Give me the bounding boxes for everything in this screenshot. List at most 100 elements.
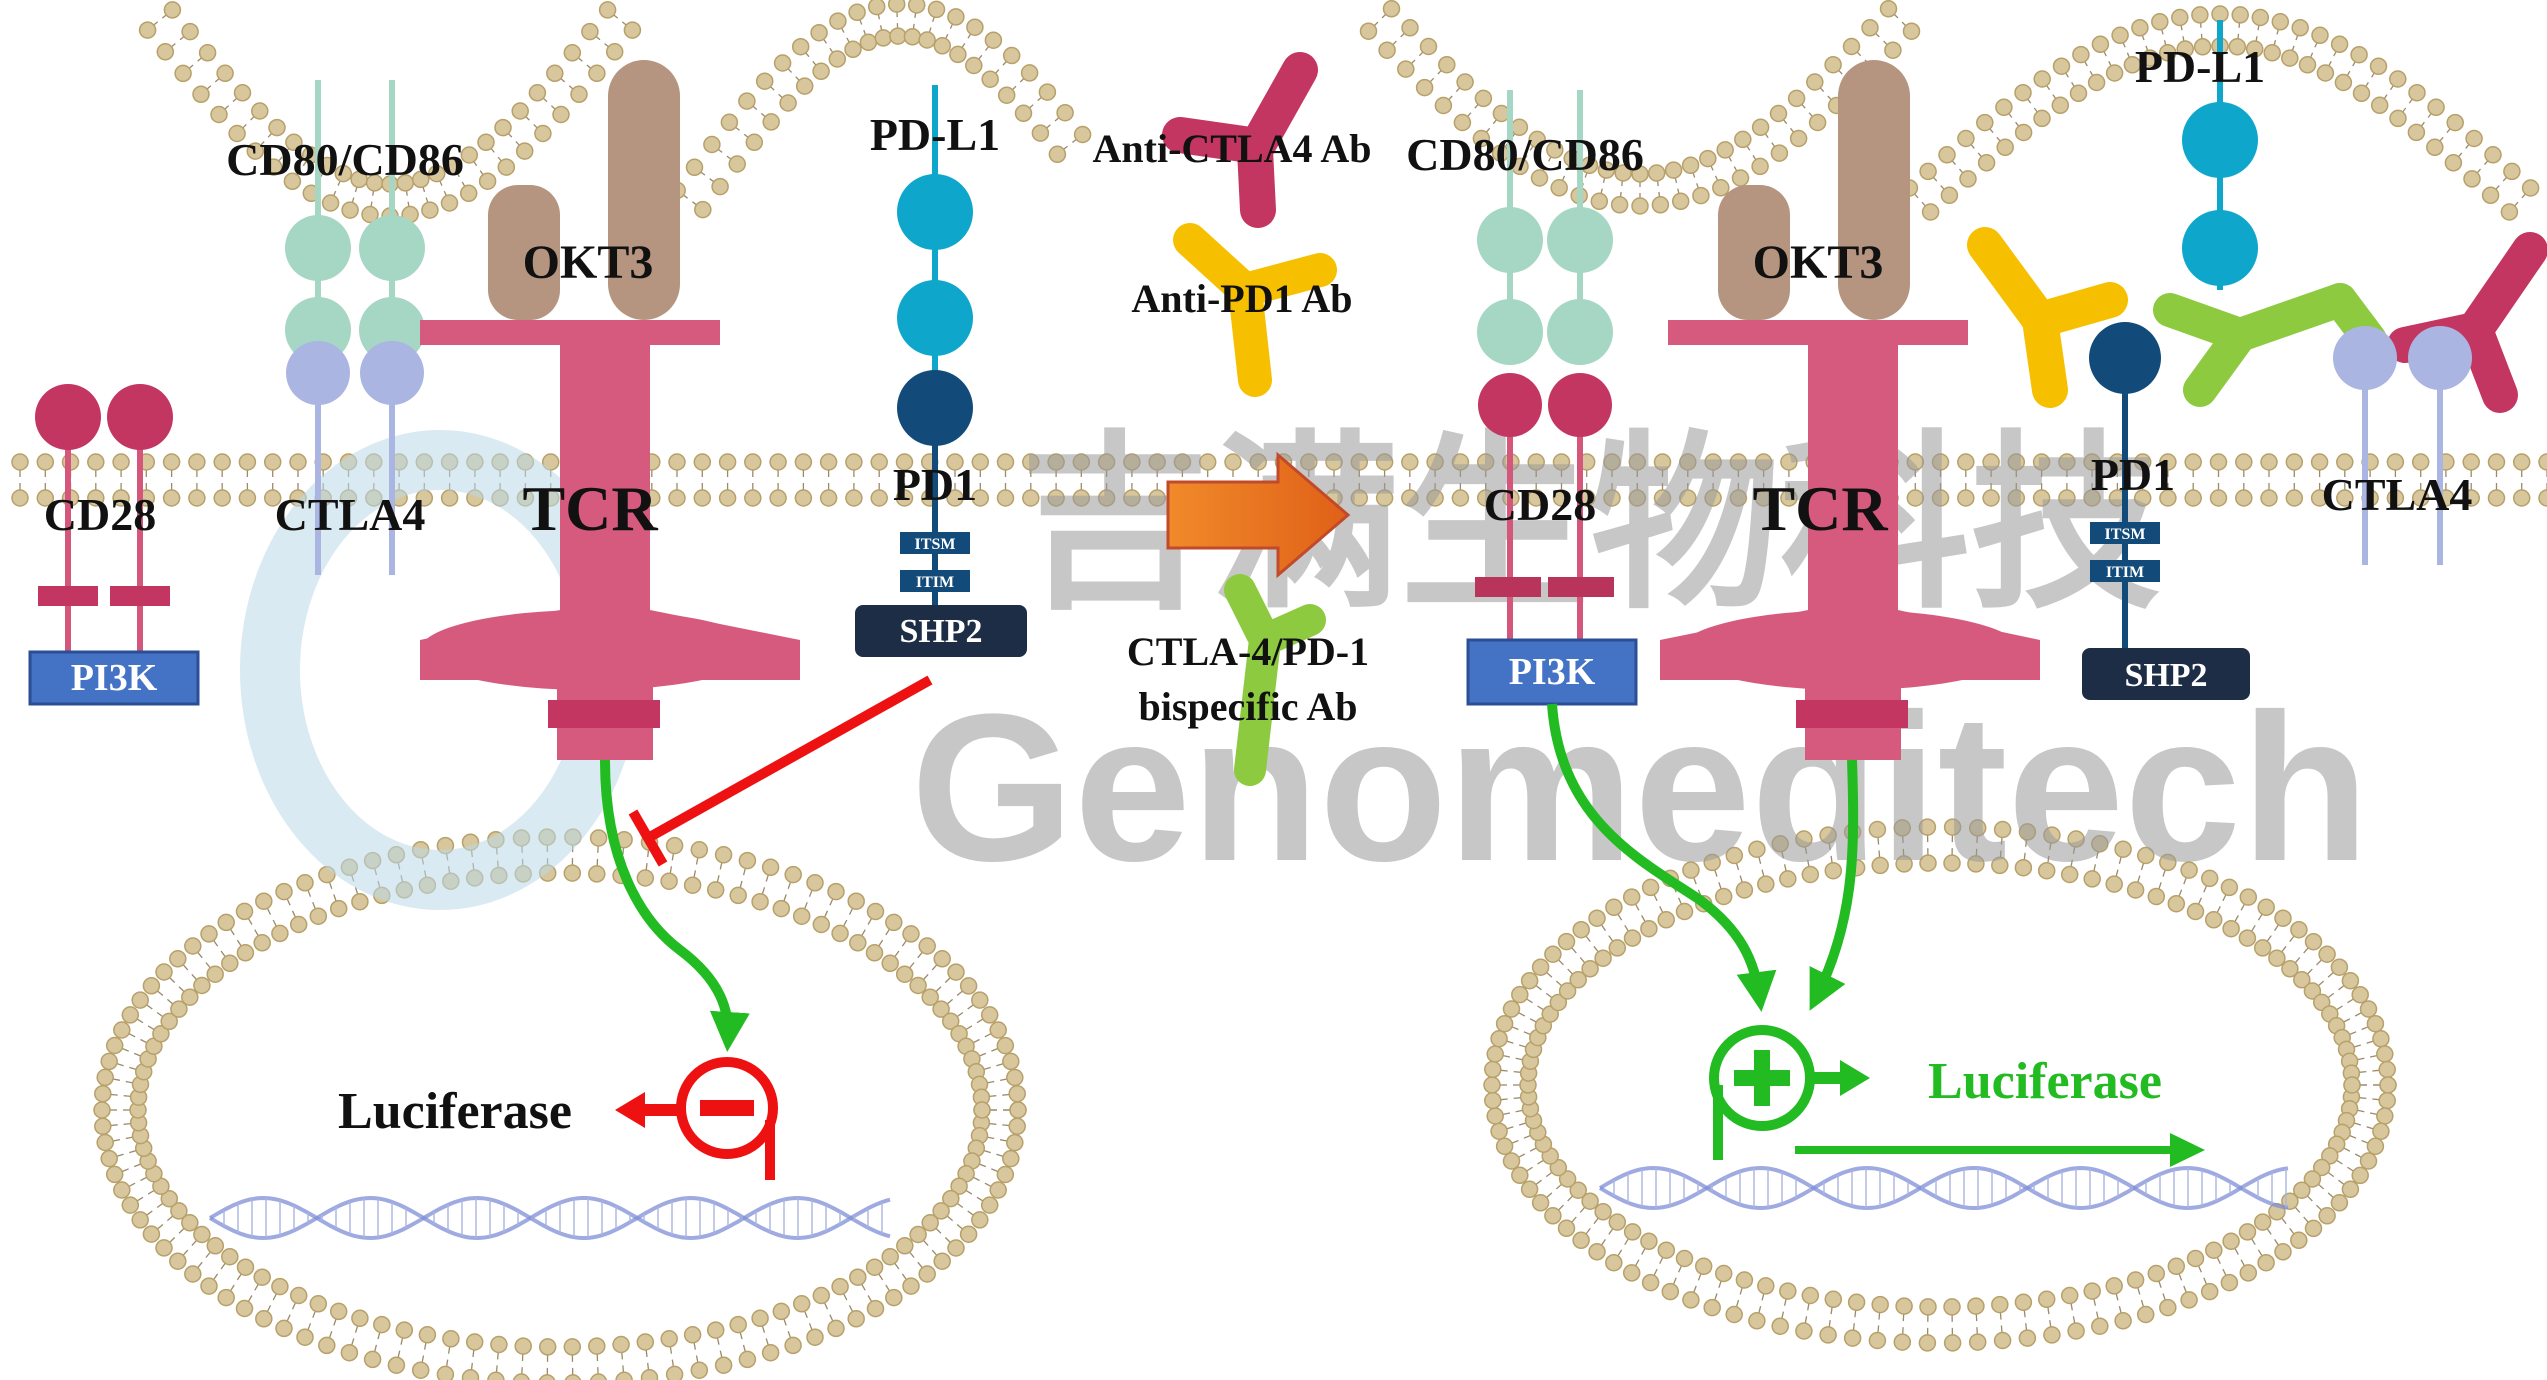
lipid-head — [2306, 1220, 2322, 1236]
lipid-tail — [973, 1177, 979, 1180]
lipid-head — [763, 1345, 779, 1361]
lipid-head — [2092, 36, 2108, 52]
lipid-tail — [1915, 194, 1918, 198]
lipid-tail — [648, 1363, 649, 1370]
lipid-tail — [740, 881, 742, 888]
lipid-tail — [2235, 916, 2238, 922]
lipid-tail — [137, 1019, 143, 1023]
lipid-head — [218, 914, 234, 930]
itsm-label: ITSM — [915, 536, 956, 553]
lipid-head — [1475, 90, 1491, 106]
lipid-head — [2361, 1001, 2377, 1017]
lipid-head — [904, 29, 920, 45]
lipid-tail — [444, 191, 446, 196]
lipid-head — [1609, 1214, 1625, 1230]
lipid-tail — [1594, 1218, 1598, 1224]
lipid-tail — [447, 1360, 448, 1367]
lipid-head — [685, 1327, 701, 1343]
lipid-tail — [614, 15, 618, 18]
lipid-head — [498, 159, 514, 175]
lipid-head — [1683, 1292, 1699, 1308]
lipid-head — [1733, 170, 1749, 186]
lipid-head — [2202, 1284, 2218, 1300]
lipid-head — [291, 917, 307, 933]
lipid-head — [745, 454, 761, 470]
lipid-head — [889, 0, 905, 12]
lipid-tail — [1000, 1140, 1007, 1141]
lipid-tail — [2339, 986, 2345, 990]
lipid-head — [1996, 99, 2012, 115]
lipid-tail — [287, 899, 290, 905]
lipid-head — [218, 1290, 234, 1306]
lipid-tail — [830, 899, 833, 905]
lipid-tail — [2317, 1205, 2322, 1210]
anti-ctla4-label: Anti-CTLA4 Ab — [1093, 126, 1372, 171]
lipid-tail — [214, 1274, 218, 1280]
anti-pd1-label: Anti-PD1 Ab — [1131, 276, 1352, 321]
lipid-head — [589, 1338, 605, 1354]
lipid-head — [207, 1238, 223, 1254]
lipid-tail — [124, 1096, 131, 1097]
lipid-tail — [623, 1365, 624, 1372]
lipid-head — [342, 202, 358, 218]
lipid-head — [763, 859, 779, 875]
lipid-tail — [273, 920, 276, 926]
lipid-tail — [1694, 1286, 1697, 1293]
lipid-tail — [2328, 993, 2334, 997]
lipid-tail — [957, 991, 962, 996]
lipid-tail — [497, 1365, 498, 1372]
lipid-head — [2275, 910, 2291, 926]
lipid-head — [694, 490, 710, 506]
lipid-head — [310, 1296, 326, 1312]
lipid-tail — [2496, 186, 2499, 190]
lipid-head — [739, 1351, 755, 1367]
lipid-head — [849, 4, 865, 20]
lipid-head — [1896, 1298, 1912, 1314]
lipid-head — [1923, 204, 1939, 220]
lipid-head — [2539, 490, 2547, 506]
lipid-tail — [1902, 22, 1906, 26]
lipid-tail — [1831, 1307, 1832, 1314]
lipid-tail — [1698, 1274, 1701, 1281]
lipid-tail — [924, 1240, 929, 1245]
lipid-tail — [1538, 1006, 1544, 1010]
lipid-tail — [1828, 96, 1831, 100]
lipid-head — [797, 78, 813, 94]
lipid-head — [1497, 1138, 1513, 1154]
lipid-head — [1872, 1297, 1888, 1313]
lipid-tail — [1519, 1154, 1525, 1157]
lipid-head — [2342, 973, 2358, 989]
lipid-tail — [148, 1026, 154, 1030]
lipid-head — [589, 65, 605, 81]
lipid-head — [2464, 171, 2480, 187]
lipid-head — [950, 46, 966, 62]
lipid-head — [2128, 1272, 2144, 1288]
lipid-tail — [842, 28, 844, 32]
lipid-head — [200, 45, 216, 61]
lipid-tail — [129, 1183, 135, 1186]
lipid-tail — [670, 866, 671, 873]
lipid-head — [875, 30, 891, 46]
lipid-head — [37, 454, 53, 470]
lipid-head — [2168, 1258, 2184, 1274]
lipid-head — [850, 1269, 866, 1285]
lipid-tail — [129, 1151, 136, 1153]
lipid-head — [2255, 1214, 2271, 1230]
lipid-tail — [1654, 1269, 1657, 1275]
lipid-tail — [1715, 1293, 1717, 1300]
lipid-head — [2282, 50, 2298, 66]
lipid-head — [999, 87, 1015, 103]
lipid-head — [813, 1288, 829, 1304]
pd1-label: PD1 — [893, 459, 977, 510]
cd80-label: CD80/CD86 — [226, 134, 464, 185]
lipid-tail — [158, 991, 163, 996]
lipid-tail — [2048, 1307, 2049, 1314]
lipid-tail — [720, 863, 722, 870]
lipid-head — [934, 951, 950, 967]
lipid-head — [2275, 1244, 2291, 1260]
lipid-head — [2379, 1062, 2395, 1078]
lipid-head — [1484, 1077, 1500, 1093]
lipid-head — [868, 904, 884, 920]
lipid-tail — [622, 1352, 623, 1359]
lipid-tail — [2024, 1310, 2025, 1317]
